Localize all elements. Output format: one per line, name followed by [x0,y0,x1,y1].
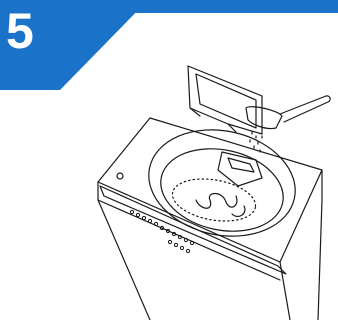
detergent-scoop-handle [280,96,330,122]
lid-hinge [190,108,236,132]
laundry-inside-drum [196,194,245,217]
power-knob [117,173,123,179]
detergent-scoop [246,107,282,129]
control-panel [100,186,286,274]
detergent-dispenser-slot [228,158,254,172]
machine-lid-inner [196,74,256,128]
machine-top-deck [98,118,322,262]
